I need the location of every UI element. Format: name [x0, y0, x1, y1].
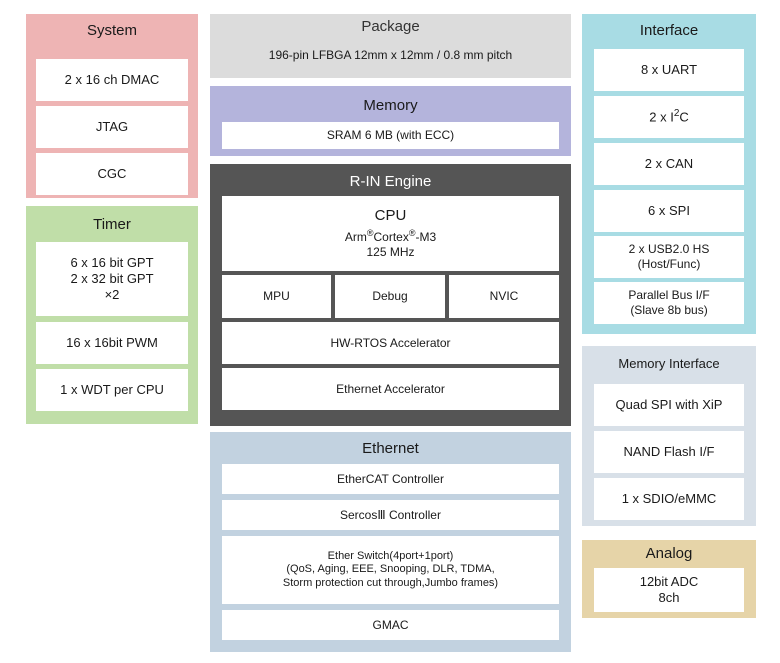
gpt-block: 6 x 16 bit GPT 2 x 32 bit GPT ×2	[36, 242, 188, 316]
adc-line-2: 8ch	[658, 590, 680, 605]
usb-line-2: (Host/Func)	[637, 257, 701, 271]
wdt-block: 1 x WDT per CPU	[36, 369, 188, 411]
memory-title: Memory	[363, 97, 418, 114]
memory-interface-title: Memory Interface	[618, 356, 720, 371]
can-block: 2 x CAN	[594, 143, 744, 185]
ether-switch-line-1: Ether Switch(4port+1port)	[327, 550, 454, 563]
quad-spi-block: Quad SPI with XiP	[594, 384, 744, 426]
timer-panel: Timer 6 x 16 bit GPT 2 x 32 bit GPT ×2 1…	[26, 206, 198, 424]
ethernet-title: Ethernet	[362, 440, 419, 457]
system-title: System	[86, 22, 137, 39]
analog-title: Analog	[645, 545, 693, 562]
analog-panel: Analog 12bit ADC 8ch	[582, 540, 756, 618]
usb-block: 2 x USB2.0 HS (Host/Func)	[594, 236, 744, 278]
parallel-bus-line-2: (Slave 8b bus)	[630, 303, 708, 317]
cpu-title: CPU	[374, 206, 407, 224]
hw-rtos-block: HW-RTOS Accelerator	[222, 322, 559, 364]
gmac-block: GMAC	[222, 610, 559, 640]
parallel-bus-block: Parallel Bus I/F (Slave 8b bus)	[594, 282, 744, 324]
ethernet-panel: Ethernet EtherCAT Controller SercosⅢ Con…	[210, 432, 571, 652]
interface-title: Interface	[639, 22, 699, 39]
rin-engine-title: R-IN Engine	[349, 173, 432, 190]
ether-switch-block: Ether Switch(4port+1port) (QoS, Aging, E…	[222, 536, 559, 604]
pwm-block: 16 x 16bit PWM	[36, 322, 188, 364]
parallel-bus-line-1: Parallel Bus I/F	[628, 288, 710, 302]
ethercat-block: EtherCAT Controller	[222, 464, 559, 494]
interface-panel: Interface 8 x UART 2 x I2C 2 x CAN 6 x S…	[582, 14, 756, 334]
dmac-block: 2 x 16 ch DMAC	[36, 59, 188, 101]
ethernet-accelerator-block: Ethernet Accelerator	[222, 368, 559, 410]
ether-switch-line-2: (QoS, Aging, EEE, Snooping, DLR, TDMA,	[286, 563, 495, 576]
gpt-line-1: 6 x 16 bit GPT	[70, 254, 154, 270]
memory-interface-panel: Memory Interface Quad SPI with XiP NAND …	[582, 346, 756, 526]
nvic-block: NVIC	[449, 275, 559, 318]
ether-switch-line-3: Storm protection cut through,Jumbo frame…	[282, 576, 499, 589]
cgc-block: CGC	[36, 153, 188, 195]
package-spec: 196-pin LFBGA 12mm x 12mm / 0.8 mm pitch	[268, 48, 513, 62]
cpu-frequency: 125 MHz	[366, 245, 415, 260]
spi-block: 6 x SPI	[594, 190, 744, 232]
gpt-line-3: ×2	[104, 287, 120, 303]
usb-line-1: 2 x USB2.0 HS	[628, 242, 710, 256]
cpu-block: CPU Arm®Cortex®-M3 125 MHz	[222, 196, 559, 271]
jtag-block: JTAG	[36, 106, 188, 148]
nand-flash-block: NAND Flash I/F	[594, 431, 744, 473]
debug-block: Debug	[335, 275, 445, 318]
memory-panel: Memory SRAM 6 MB (with ECC)	[210, 86, 571, 156]
sdio-emmc-block: 1 x SDIO/eMMC	[594, 478, 744, 520]
rin-engine-panel: R-IN Engine CPU Arm®Cortex®-M3 125 MHz M…	[210, 164, 571, 426]
cpu-core: Arm®Cortex®-M3	[344, 228, 437, 245]
gpt-line-2: 2 x 32 bit GPT	[70, 270, 154, 286]
adc-line-1: 12bit ADC	[639, 573, 699, 589]
adc-block: 12bit ADC 8ch	[594, 568, 744, 612]
sram-block: SRAM 6 MB (with ECC)	[222, 122, 559, 149]
i2c-block: 2 x I2C	[594, 96, 744, 138]
uart-block: 8 x UART	[594, 49, 744, 91]
package-title: Package	[361, 18, 420, 35]
sercos-block: SercosⅢ Controller	[222, 500, 559, 530]
package-panel: Package 196-pin LFBGA 12mm x 12mm / 0.8 …	[210, 14, 571, 78]
system-panel: System 2 x 16 ch DMAC JTAG CGC	[26, 14, 198, 198]
mpu-block: MPU	[222, 275, 331, 318]
timer-title: Timer	[93, 216, 131, 233]
